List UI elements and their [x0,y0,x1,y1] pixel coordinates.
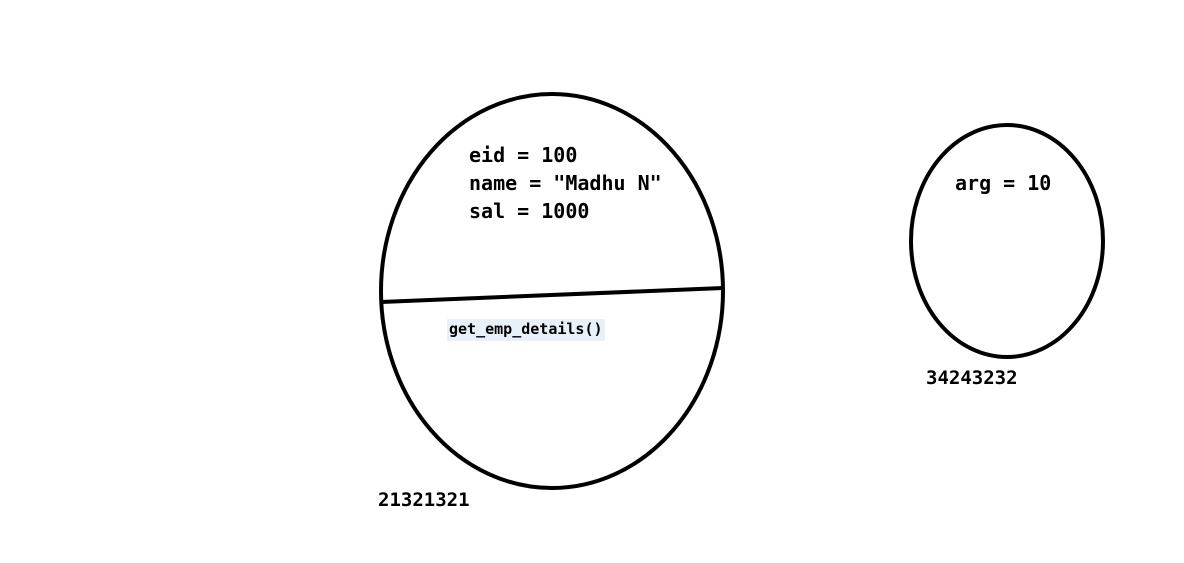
field-eid: eid = 100 [469,143,578,167]
arg-object-ellipse [909,123,1105,359]
employee-object-ellipse [379,92,725,490]
employee-object-address: 21321321 [378,489,470,511]
arg-object-address: 34243232 [926,367,1018,389]
employee-object-divider [380,286,724,304]
field-sal: sal = 1000 [469,199,590,223]
field-arg: arg = 10 [955,171,1052,195]
method-get-emp-details: get_emp_details() [447,319,605,341]
field-name: name = "Madhu N" [469,171,662,195]
